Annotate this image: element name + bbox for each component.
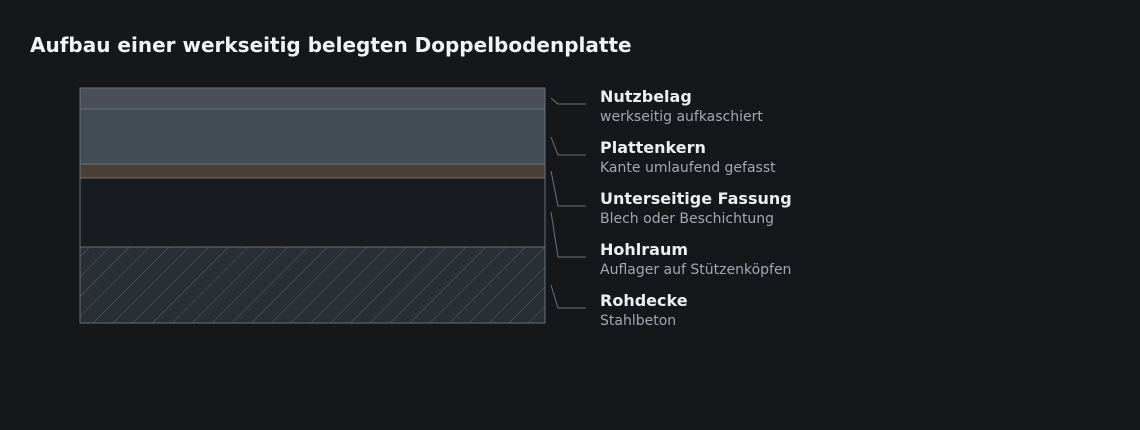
layer-nutzbelag [79,87,546,110]
label-plattenkern: Plattenkern Kante umlaufend gefasst [600,138,776,177]
label-description: Blech oder Beschichtung [600,211,775,227]
label-rohdecke: Rohdecke Stahlbeton [600,291,688,330]
label-description: werkseitig aufkaschiert [600,109,763,125]
label-description: Stahlbeton [600,313,677,329]
label-nutzbelag: Nutzbelag werkseitig aufkaschiert [600,87,763,126]
label-hohlraum: Hohlraum Auflager auf Stützenköpfen [600,240,791,279]
label-name: Plattenkern [600,138,706,157]
label-name: Rohdecke [600,291,688,310]
label-name: Unterseitige Fassung [600,189,792,208]
label-name: Nutzbelag [600,87,692,106]
layer-hohlraum [79,177,546,248]
layer-plattenkern [79,108,546,165]
leader-line-hohlraum [550,211,586,258]
label-description: Auflager auf Stützenköpfen [600,262,792,278]
layer-unterseitige-fassung [79,163,546,179]
label-unterseitige-fassung: Unterseitige Fassung Blech oder Beschich… [600,189,792,228]
leader-line-unterseitige-fassung [550,170,586,207]
layer-rohdecke [79,246,546,324]
leader-line-plattenkern [550,136,586,156]
label-description: Kante umlaufend gefasst [600,160,776,176]
diagram-title: Aufbau einer werkseitig belegten Doppelb… [30,33,632,57]
leader-line-rohdecke [550,284,586,309]
leader-line-nutzbelag [550,97,586,105]
label-name: Hohlraum [600,240,689,259]
